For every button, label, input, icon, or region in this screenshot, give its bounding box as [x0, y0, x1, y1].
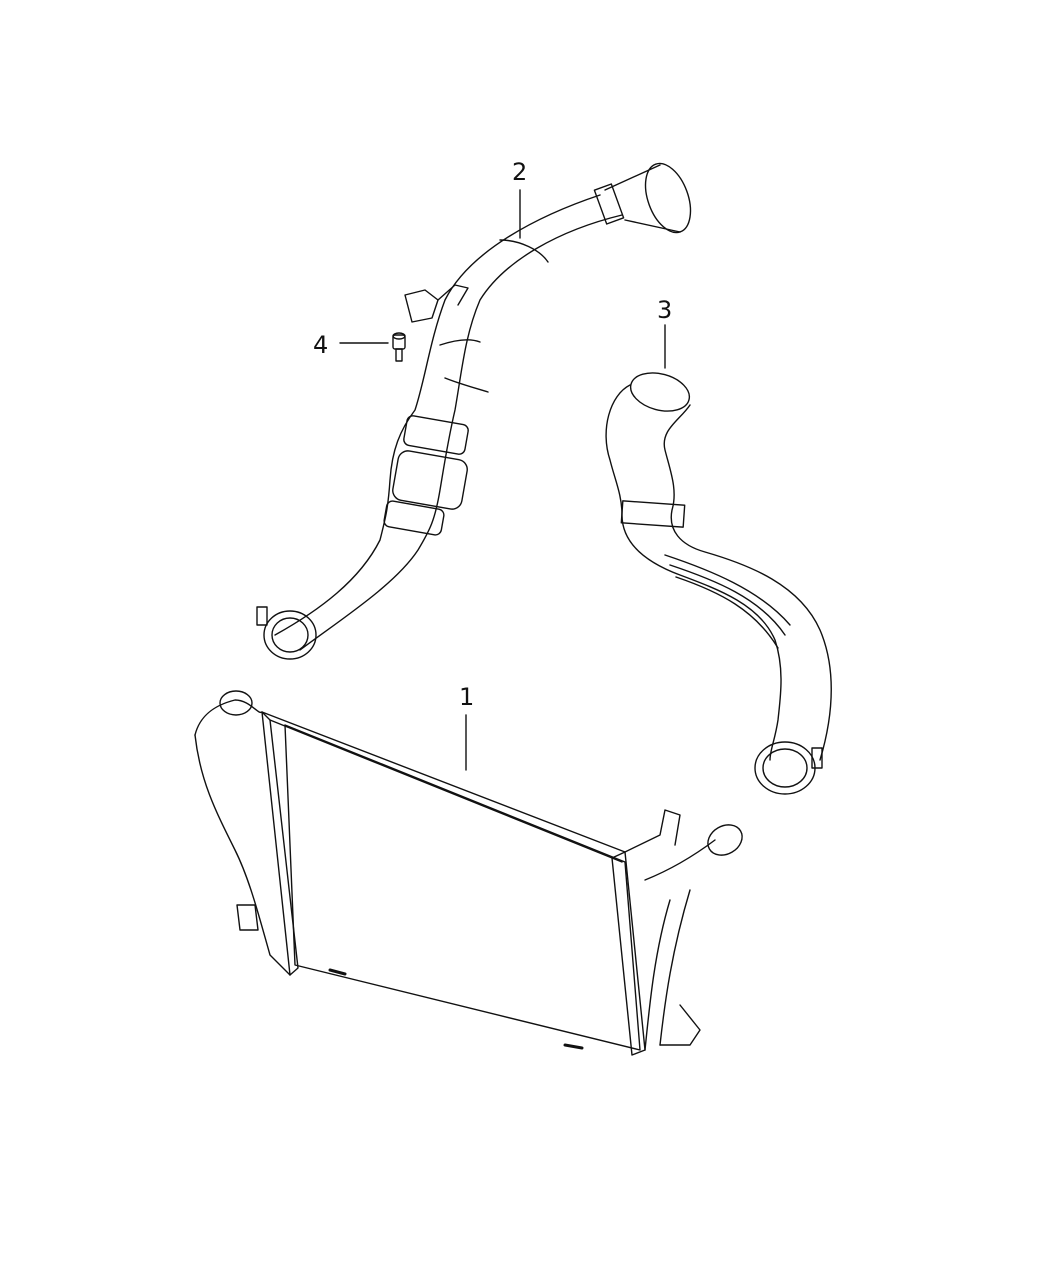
callout-1: 1	[459, 683, 475, 711]
duct-part-2	[256, 162, 692, 660]
callout-2: 2	[512, 158, 528, 186]
callout-3: 3	[657, 296, 673, 324]
intercooler-part-1	[194, 690, 743, 1056]
duct-part-3	[605, 372, 832, 795]
callout-4: 4	[313, 331, 329, 359]
stud-part-4	[392, 332, 406, 362]
